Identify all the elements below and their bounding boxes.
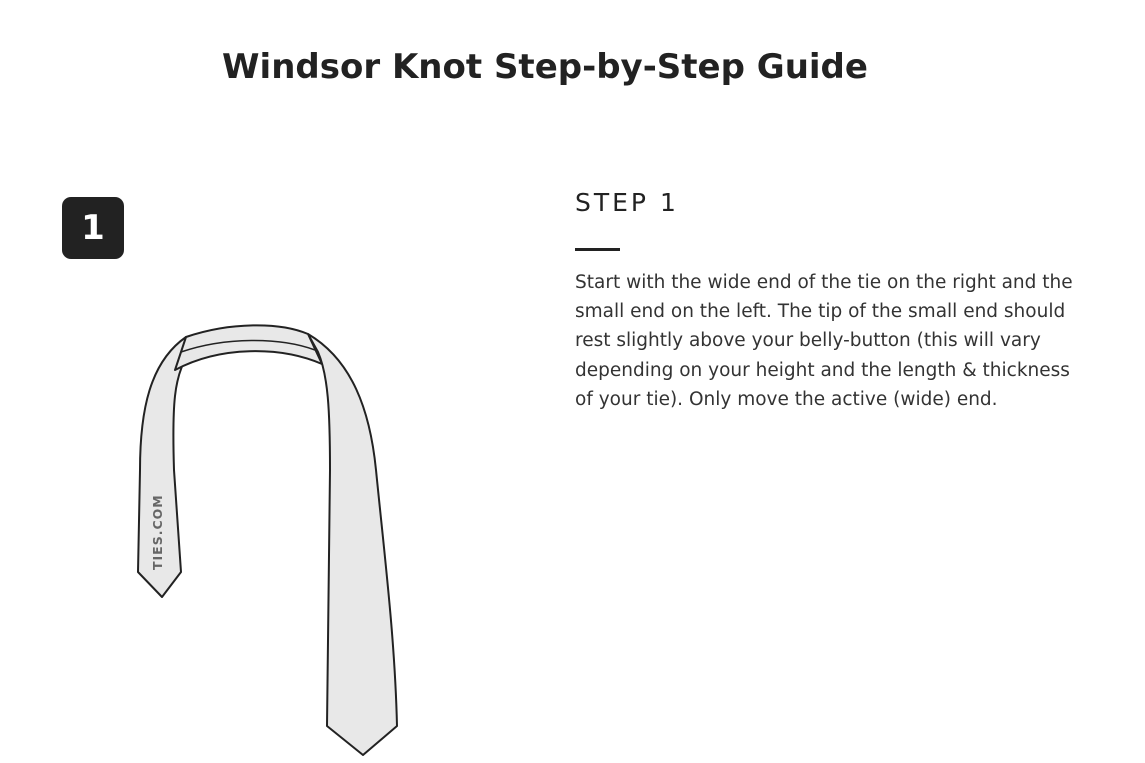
tie-collar-band [174, 324, 323, 371]
step-number-badge: 1 [62, 197, 124, 259]
page-title: Windsor Knot Step-by-Step Guide [222, 46, 868, 87]
tie-narrow-end [137, 336, 189, 598]
tie-watermark: TIES.COM [150, 494, 165, 570]
tie-illustration: TIES.COM [137, 324, 398, 756]
tie-wide-end [307, 333, 398, 756]
tie-collar-fold-line [180, 339, 316, 353]
step-description: Start with the wide end of the tie on th… [575, 272, 1073, 410]
step-heading: STEP 1 [575, 188, 679, 217]
step-number: 1 [81, 208, 105, 248]
step-divider [575, 248, 620, 251]
